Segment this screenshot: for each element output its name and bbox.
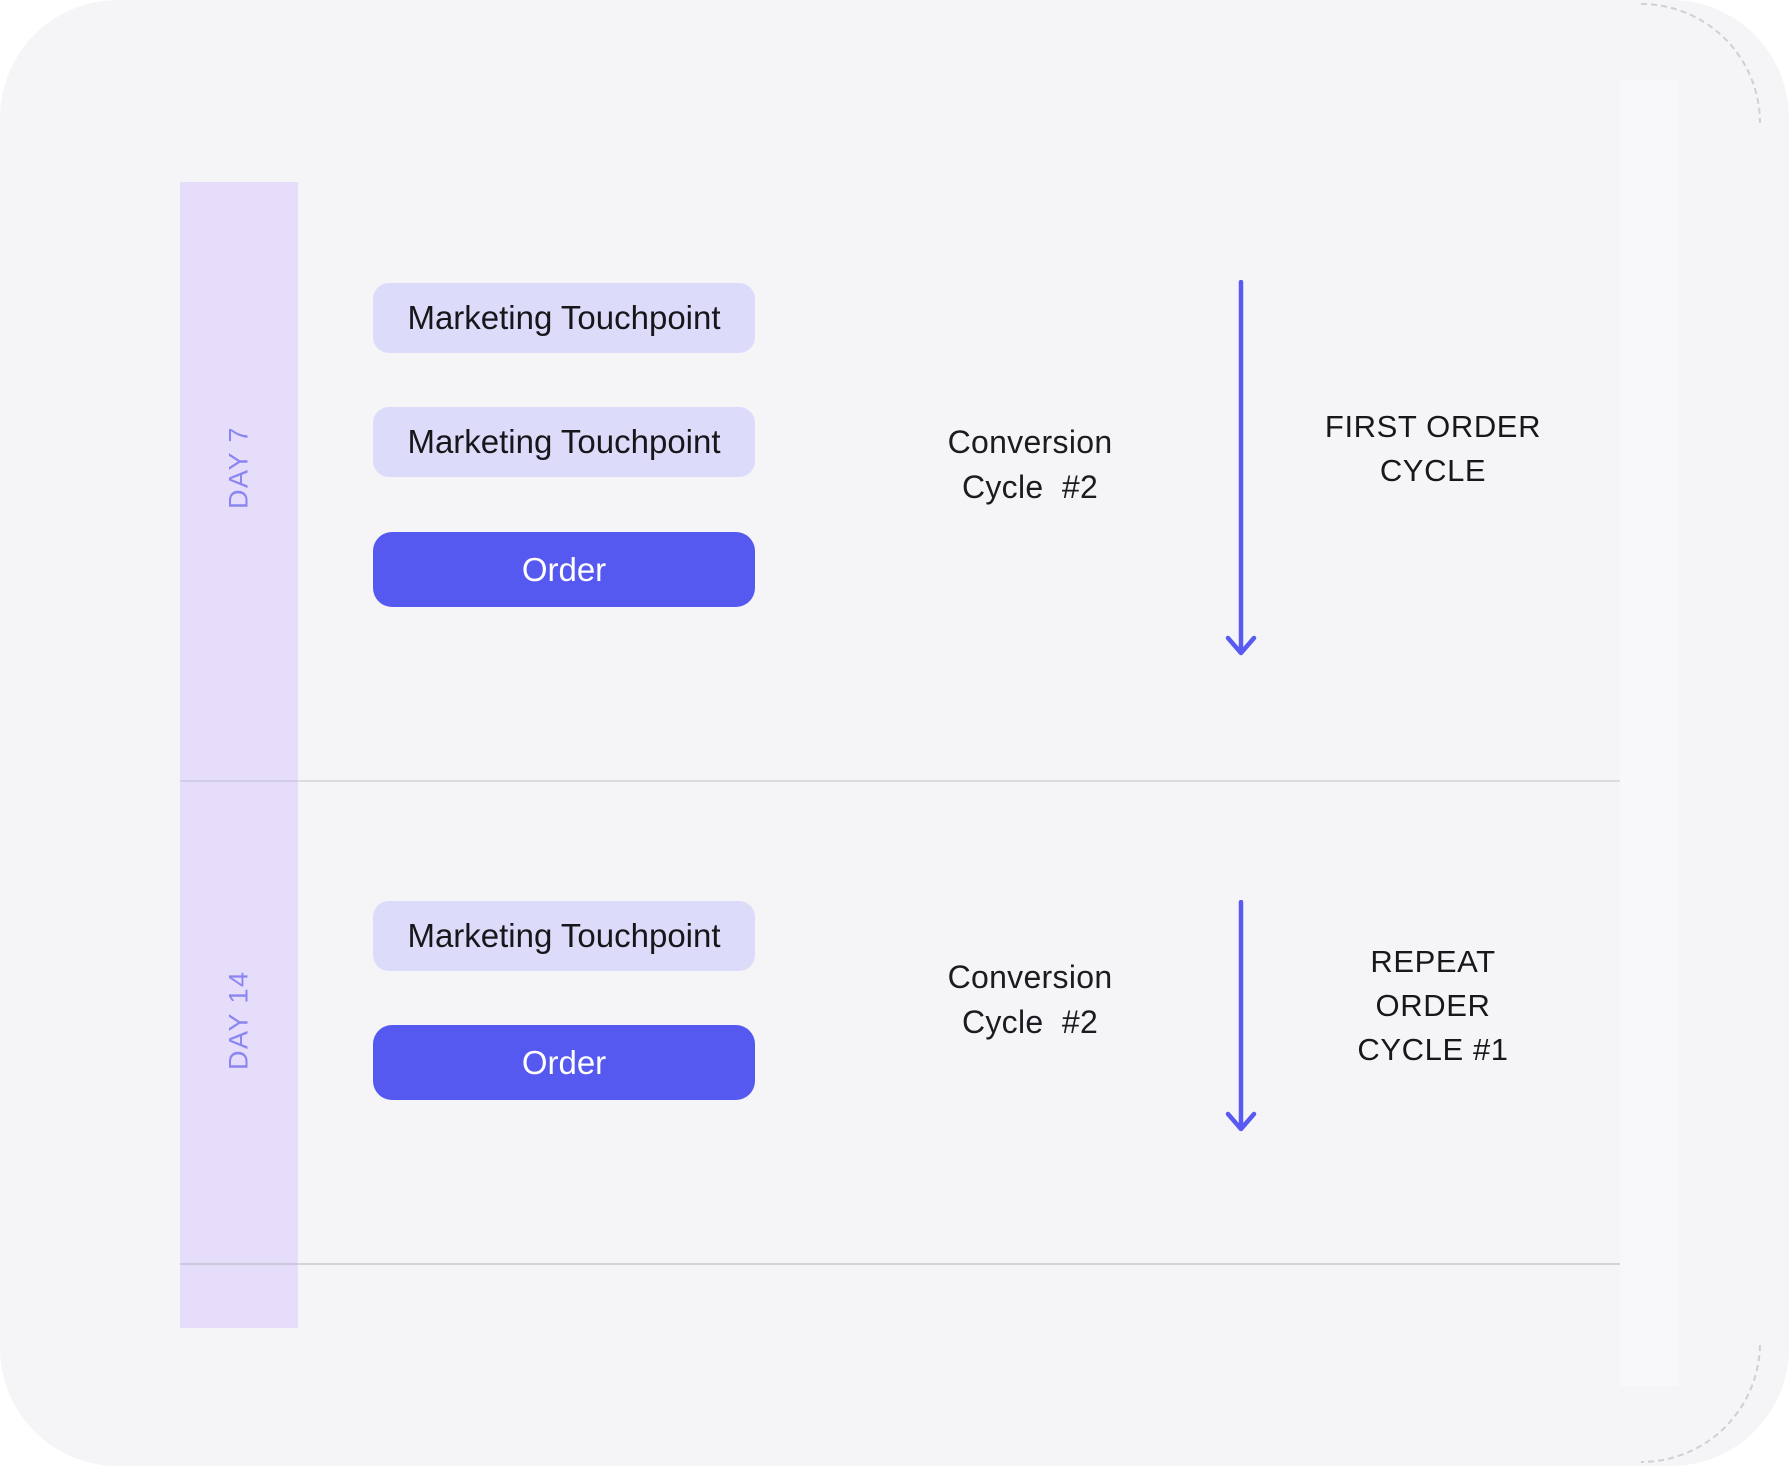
repeat-order-cycle-line-3: CYCLE #1 [1357,1032,1509,1067]
first-order-cycle-line-1: FIRST ORDER [1324,409,1542,444]
repeat-order-cycle-line-2: ORDER [1375,988,1491,1023]
day-14-label: DAY 14 [223,970,254,1070]
conversion-cycle-label: Conversion Cycle #2 [880,420,1180,510]
marketing-touchpoint-node: Marketing Touchpoint [373,407,755,477]
stacked-card-edge [1620,80,1678,1386]
conversion-cycle-line-2: Cycle #2 [961,469,1099,505]
down-arrow-icon [1225,280,1257,656]
first-order-cycle-line-2: CYCLE [1379,453,1487,488]
first-order-cycle-label: FIRST ORDER CYCLE [1283,405,1583,493]
marketing-touchpoint-node: Marketing Touchpoint [373,901,755,971]
section-divider-1 [180,780,1620,782]
down-arrow-icon [1225,900,1257,1132]
marketing-touchpoint-node: Marketing Touchpoint [373,283,755,353]
day-7-label: DAY 7 [223,425,254,510]
order-node: Order [373,1025,755,1100]
timeline-bar [180,182,298,1328]
conversion-cycle-label: Conversion Cycle #2 [880,955,1180,1045]
repeat-order-cycle-label: REPEAT ORDER CYCLE #1 [1283,940,1583,1072]
conversion-cycle-line-1: Conversion [947,959,1113,995]
order-node: Order [373,532,755,607]
repeat-order-cycle-line-1: REPEAT [1370,944,1496,979]
conversion-cycle-line-1: Conversion [947,424,1113,460]
section-divider-2 [180,1263,1620,1265]
conversion-cycle-line-2: Cycle #2 [961,1004,1099,1040]
